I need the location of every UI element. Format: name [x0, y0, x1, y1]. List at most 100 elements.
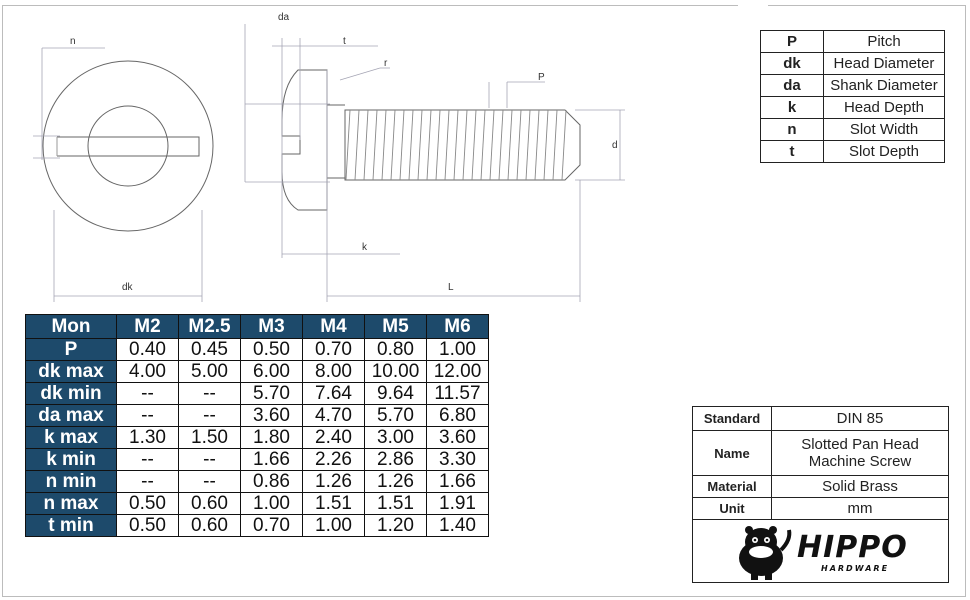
table-cell: 0.50 [116, 514, 179, 537]
legend-symbol: dk [760, 52, 824, 75]
table-cell: 0.70 [240, 514, 303, 537]
thread-line [489, 109, 495, 181]
legend-symbol: n [760, 118, 824, 141]
table-cell: 1.20 [364, 514, 427, 537]
table-cell: 2.86 [364, 448, 427, 471]
table-cell: 9.64 [364, 382, 427, 405]
row-label: dk min [25, 382, 117, 405]
table-cell: 1.50 [178, 426, 241, 449]
slot [57, 136, 200, 157]
table-cell: 11.57 [426, 382, 489, 405]
thread-line [417, 109, 423, 181]
legend-description: Head Depth [823, 96, 945, 119]
table-cell: 0.86 [240, 470, 303, 493]
legend-description: Slot Width [823, 118, 945, 141]
table-cell: -- [116, 404, 179, 427]
standard-value: DIN 85 [771, 406, 949, 431]
thread-line [354, 109, 360, 181]
brand-logo: HIPPO HARDWARE [692, 519, 949, 583]
head-outer-circle [42, 60, 214, 232]
column-header: M6 [426, 314, 489, 339]
thread-line [381, 109, 387, 181]
table-cell: -- [178, 470, 241, 493]
product-info-table: Standard DIN 85 Name Slotted Pan Head Ma… [692, 406, 949, 583]
thread-line [345, 109, 351, 181]
pan-head-profile [281, 69, 328, 211]
table-cell: 7.64 [302, 382, 365, 405]
thread-line [552, 109, 558, 181]
table-cell: 1.51 [302, 492, 365, 515]
thread-line [534, 109, 540, 181]
thread-line [462, 109, 468, 181]
table-cell: 2.40 [302, 426, 365, 449]
legend-description: Head Diameter [823, 52, 945, 75]
column-header: M5 [364, 314, 427, 339]
brand-name: HIPPO [797, 530, 908, 565]
table-cell: 4.00 [116, 360, 179, 383]
table-cell: -- [116, 382, 179, 405]
thread-line [516, 109, 522, 181]
table-cell: 1.66 [426, 470, 489, 493]
row-label: k max [25, 426, 117, 449]
thread-lines [345, 109, 567, 181]
hippo-mascot-icon [739, 526, 792, 580]
column-header: Mon [25, 314, 117, 339]
thread-line [372, 109, 378, 181]
legend-symbol: da [760, 74, 824, 97]
table-cell: 3.30 [426, 448, 489, 471]
table-cell: 5.00 [178, 360, 241, 383]
table-cell: 3.60 [426, 426, 489, 449]
table-cell: -- [178, 382, 241, 405]
row-label: P [25, 338, 117, 361]
label-n: n [70, 36, 76, 47]
table-cell: 1.80 [240, 426, 303, 449]
table-cell: 1.51 [364, 492, 427, 515]
table-cell: 3.00 [364, 426, 427, 449]
table-cell: 0.60 [178, 492, 241, 515]
table-cell: 0.50 [240, 338, 303, 361]
legend-symbol: P [760, 30, 824, 53]
column-header: M2.5 [178, 314, 241, 339]
table-cell: 1.00 [302, 514, 365, 537]
legend-description: Slot Depth [823, 140, 945, 163]
page-frame [2, 5, 966, 597]
table-cell: 0.60 [178, 514, 241, 537]
brand-subtitle: HARDWARE [821, 564, 890, 573]
thread-line [444, 109, 450, 181]
row-label: n min [25, 470, 117, 493]
column-header: M4 [302, 314, 365, 339]
label-k: k [362, 242, 368, 253]
row-label: n max [25, 492, 117, 515]
table-cell: 1.66 [240, 448, 303, 471]
material-label: Material [692, 475, 772, 498]
column-header: M2 [116, 314, 179, 339]
thread-line [408, 109, 414, 181]
label-p: P [538, 72, 545, 83]
table-cell: 8.00 [302, 360, 365, 383]
table-cell: 10.00 [364, 360, 427, 383]
table-cell: 1.91 [426, 492, 489, 515]
label-da: da [278, 12, 290, 23]
thread-line [399, 109, 405, 181]
thread-line [471, 109, 477, 181]
thread-line [435, 109, 441, 181]
table-cell: -- [178, 448, 241, 471]
standard-label: Standard [692, 406, 772, 431]
table-cell: 1.26 [364, 470, 427, 493]
row-label: dk max [25, 360, 117, 383]
table-cell: -- [116, 448, 179, 471]
